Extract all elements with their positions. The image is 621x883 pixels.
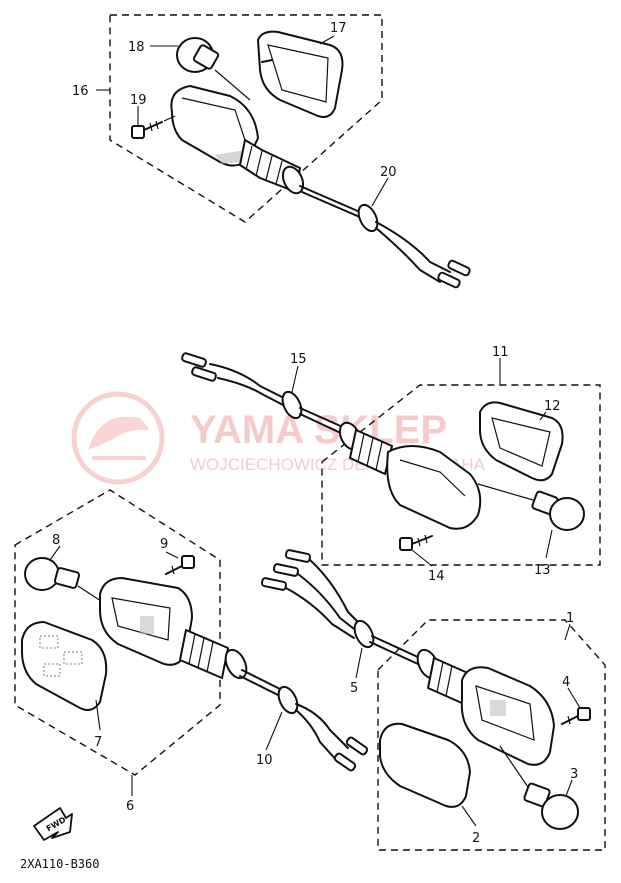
leader-15: [291, 365, 299, 393]
watermark: YAMA SKLEP WOJCIECHOWICZ DEALER YAMAHA: [71, 391, 486, 485]
callout-20: 20: [380, 165, 397, 180]
fwd-arrow: FWD: [33, 807, 73, 841]
leader-4: [567, 687, 581, 709]
housing-6: [99, 577, 248, 680]
lens-17: [257, 30, 344, 118]
leader-5: [355, 647, 363, 679]
callout-1: 1: [566, 611, 574, 626]
group-box-16: [109, 14, 383, 223]
callout-8: 8: [52, 533, 60, 548]
group-box-11: [321, 384, 601, 566]
assembly-top: [96, 14, 471, 289]
callout-19: 19: [130, 93, 147, 108]
callout-5: 5: [350, 681, 358, 696]
leader-3: [565, 779, 573, 797]
housing-16: [170, 85, 305, 195]
callout-3: 3: [570, 767, 578, 782]
cable-10: [239, 669, 369, 772]
callout-11: 11: [492, 345, 509, 360]
watermark-logo-ring: [71, 391, 165, 485]
cable-20: [299, 185, 471, 289]
leader-17: [319, 35, 335, 45]
leader-9: [165, 551, 179, 559]
callout-12: 12: [544, 399, 561, 414]
lens-2: [379, 722, 471, 808]
bulb-3: [499, 745, 579, 830]
leader-20: [371, 177, 389, 207]
callout-7: 7: [94, 735, 102, 750]
callout-13: 13: [534, 563, 551, 578]
diagram-code: 2XA110-B360: [20, 857, 99, 871]
group-box-6: [14, 489, 221, 776]
leader-1: [564, 623, 571, 641]
leader-10: [265, 711, 283, 751]
screw-4: [561, 707, 591, 725]
group-box-1: [377, 619, 606, 851]
leader-13: [545, 529, 553, 559]
callout-2: 2: [472, 831, 480, 846]
callout-10: 10: [256, 753, 273, 768]
cable-15: [181, 352, 346, 435]
leader-14: [411, 549, 433, 567]
callout-14: 14: [428, 569, 445, 584]
leader-8: [49, 545, 61, 561]
callout-17: 17: [330, 21, 347, 36]
cable-5: [260, 549, 421, 665]
fwd-arrow-icon: [33, 807, 73, 841]
bulb-18: [176, 37, 251, 101]
callout-16: 16: [72, 84, 89, 99]
callout-9: 9: [160, 537, 168, 552]
leader-7: [95, 699, 101, 731]
housing-1: [416, 648, 555, 766]
assembly-bottom-right: [260, 549, 606, 851]
callout-labels: 18 17 16 19 20 11 12 13 14 15 8 9 7 6 10…: [52, 21, 578, 846]
bulb-8: [24, 557, 131, 621]
lens-12: [479, 401, 564, 482]
callout-15: 15: [290, 352, 307, 367]
leader-12: [539, 411, 547, 421]
leader-2: [461, 805, 477, 827]
callout-18: 18: [128, 40, 145, 55]
housing-11: [338, 421, 482, 530]
lens-7: [21, 621, 108, 711]
screw-14: [399, 534, 433, 551]
watermark-logo-mark: [88, 416, 150, 450]
bulb-13: [477, 483, 585, 531]
assembly-middle: [181, 352, 601, 567]
assembly-bottom-left: [14, 489, 369, 796]
callout-6: 6: [126, 799, 134, 814]
screw-9: [165, 555, 195, 575]
callout-4: 4: [562, 675, 570, 690]
